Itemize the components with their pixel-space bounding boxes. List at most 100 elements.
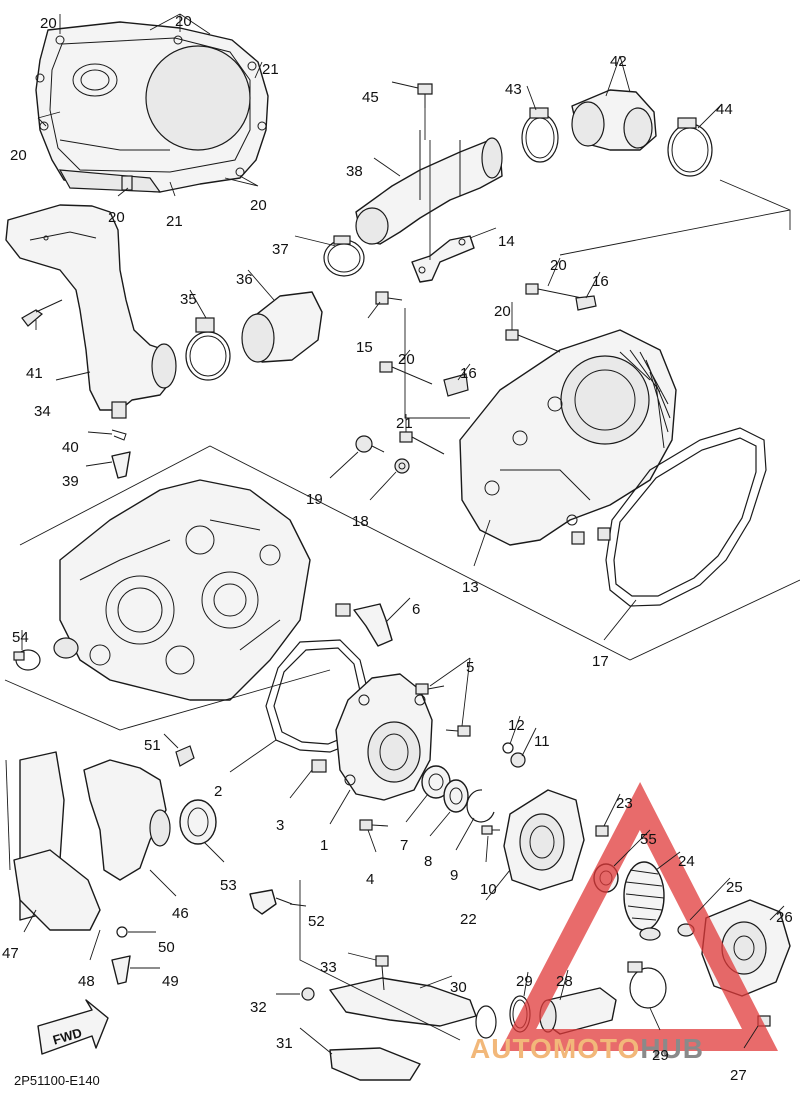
pipe-30 <box>329 977 497 1039</box>
screw-41 <box>21 299 63 327</box>
gasket-17 <box>605 427 767 607</box>
seal-8 <box>443 779 469 813</box>
callout-2: 2 <box>214 783 222 800</box>
callout-40: 40 <box>62 439 79 456</box>
clip-50 <box>116 926 128 938</box>
callout-12: 12 <box>508 717 525 734</box>
callout-37: 37 <box>272 241 289 258</box>
clip-16-b <box>443 373 469 397</box>
callout-10: 10 <box>480 881 497 898</box>
watermark: AUTOMOTOHUB <box>470 782 779 1064</box>
pipe-31 <box>329 1047 421 1081</box>
callout-16: 16 <box>460 365 477 382</box>
callout-20: 20 <box>550 257 567 274</box>
callout-44: 44 <box>716 101 733 118</box>
callout-54: 54 <box>12 629 29 646</box>
fwd-arrow-icon: FWD <box>37 999 109 1055</box>
clamp-29-b <box>627 961 667 1009</box>
callout-41: 41 <box>26 365 43 382</box>
joint-36 <box>241 291 323 363</box>
callout-46: 46 <box>172 905 189 922</box>
clamp-54 <box>13 649 41 671</box>
svg-text:AUTOMOTOHUB: AUTOMOTOHUB <box>470 1033 704 1064</box>
exploded-lines <box>4 140 800 1041</box>
callout-51: 51 <box>144 737 161 754</box>
bolt-33 <box>375 955 389 991</box>
bolt-20-c <box>379 361 433 385</box>
callout-30: 30 <box>450 979 467 996</box>
callout-25: 25 <box>726 879 743 896</box>
watermark-part1: AUTO <box>470 1033 553 1064</box>
callout-11: 11 <box>534 733 550 750</box>
callout-32: 32 <box>250 999 267 1016</box>
callout-35: 35 <box>180 291 197 308</box>
callout-8: 8 <box>424 853 432 870</box>
clamp-35 <box>185 317 231 381</box>
callout-36: 36 <box>236 271 253 288</box>
callout-21: 21 <box>396 415 413 432</box>
leader-lines <box>21 55 785 1055</box>
callout-55: 55 <box>640 831 657 848</box>
callout-47: 47 <box>2 945 19 962</box>
callout-33: 33 <box>320 959 337 976</box>
callout-34: 34 <box>34 403 51 420</box>
bolt-45 <box>417 83 433 140</box>
sensor-52 <box>249 889 293 915</box>
callout-22: 22 <box>460 911 477 928</box>
callout-50: 50 <box>158 939 175 956</box>
callout-14: 14 <box>498 233 515 250</box>
oring-12 <box>502 742 514 754</box>
callout-20: 20 <box>40 15 57 32</box>
callout-1: 1 <box>320 837 328 854</box>
callout-20: 20 <box>175 13 192 30</box>
impeller-24 <box>623 861 665 941</box>
bolt-4 <box>359 819 389 831</box>
watermark-part2: MOTO <box>553 1033 640 1064</box>
callout-52: 52 <box>308 913 325 930</box>
callout-38: 38 <box>346 163 363 180</box>
callout-20: 20 <box>10 147 27 164</box>
pump-housing-22 <box>503 789 585 891</box>
bolt-23 <box>595 825 609 837</box>
crankcase <box>53 479 311 701</box>
callout-18: 18 <box>352 513 369 530</box>
bolt-10 <box>481 825 500 835</box>
dowel-3 <box>311 759 327 773</box>
seal-53 <box>179 799 217 845</box>
callout-7: 7 <box>400 837 408 854</box>
nut-32 <box>301 987 315 1001</box>
clamp-44 <box>667 117 713 177</box>
joint-42 <box>571 89 657 151</box>
clip-9 <box>466 789 495 823</box>
bolt-19 <box>355 435 385 453</box>
watermark-part3: HUB <box>640 1033 704 1064</box>
clamp-37 <box>323 235 365 277</box>
crankcase-cover-top <box>35 21 269 193</box>
bolt-5-b <box>445 725 471 737</box>
callout-9: 9 <box>450 867 458 884</box>
clamp-43 <box>521 107 559 163</box>
duct-46 <box>83 759 171 881</box>
callout-20: 20 <box>494 303 511 320</box>
callout-31: 31 <box>276 1035 293 1052</box>
air-duct-38 <box>355 130 503 245</box>
callout-4: 4 <box>366 871 374 888</box>
callout-17: 17 <box>592 653 609 670</box>
callout-23: 23 <box>616 795 633 812</box>
diagram-code: 2P51100-E140 <box>14 1073 100 1088</box>
callout-5: 5 <box>466 659 474 676</box>
bolt-15 <box>375 291 403 305</box>
callout-19: 19 <box>306 491 323 508</box>
bolt-20-a <box>525 283 583 299</box>
callout-42: 42 <box>610 53 627 70</box>
clip-16-a <box>575 295 597 311</box>
cover-1 <box>335 673 433 801</box>
clip-51 <box>175 745 195 767</box>
callout-49: 49 <box>162 973 179 990</box>
callout-29: 29 <box>516 973 533 990</box>
callout-26: 26 <box>776 909 793 926</box>
bolt-21 <box>399 431 445 455</box>
callout-6: 6 <box>412 601 420 618</box>
